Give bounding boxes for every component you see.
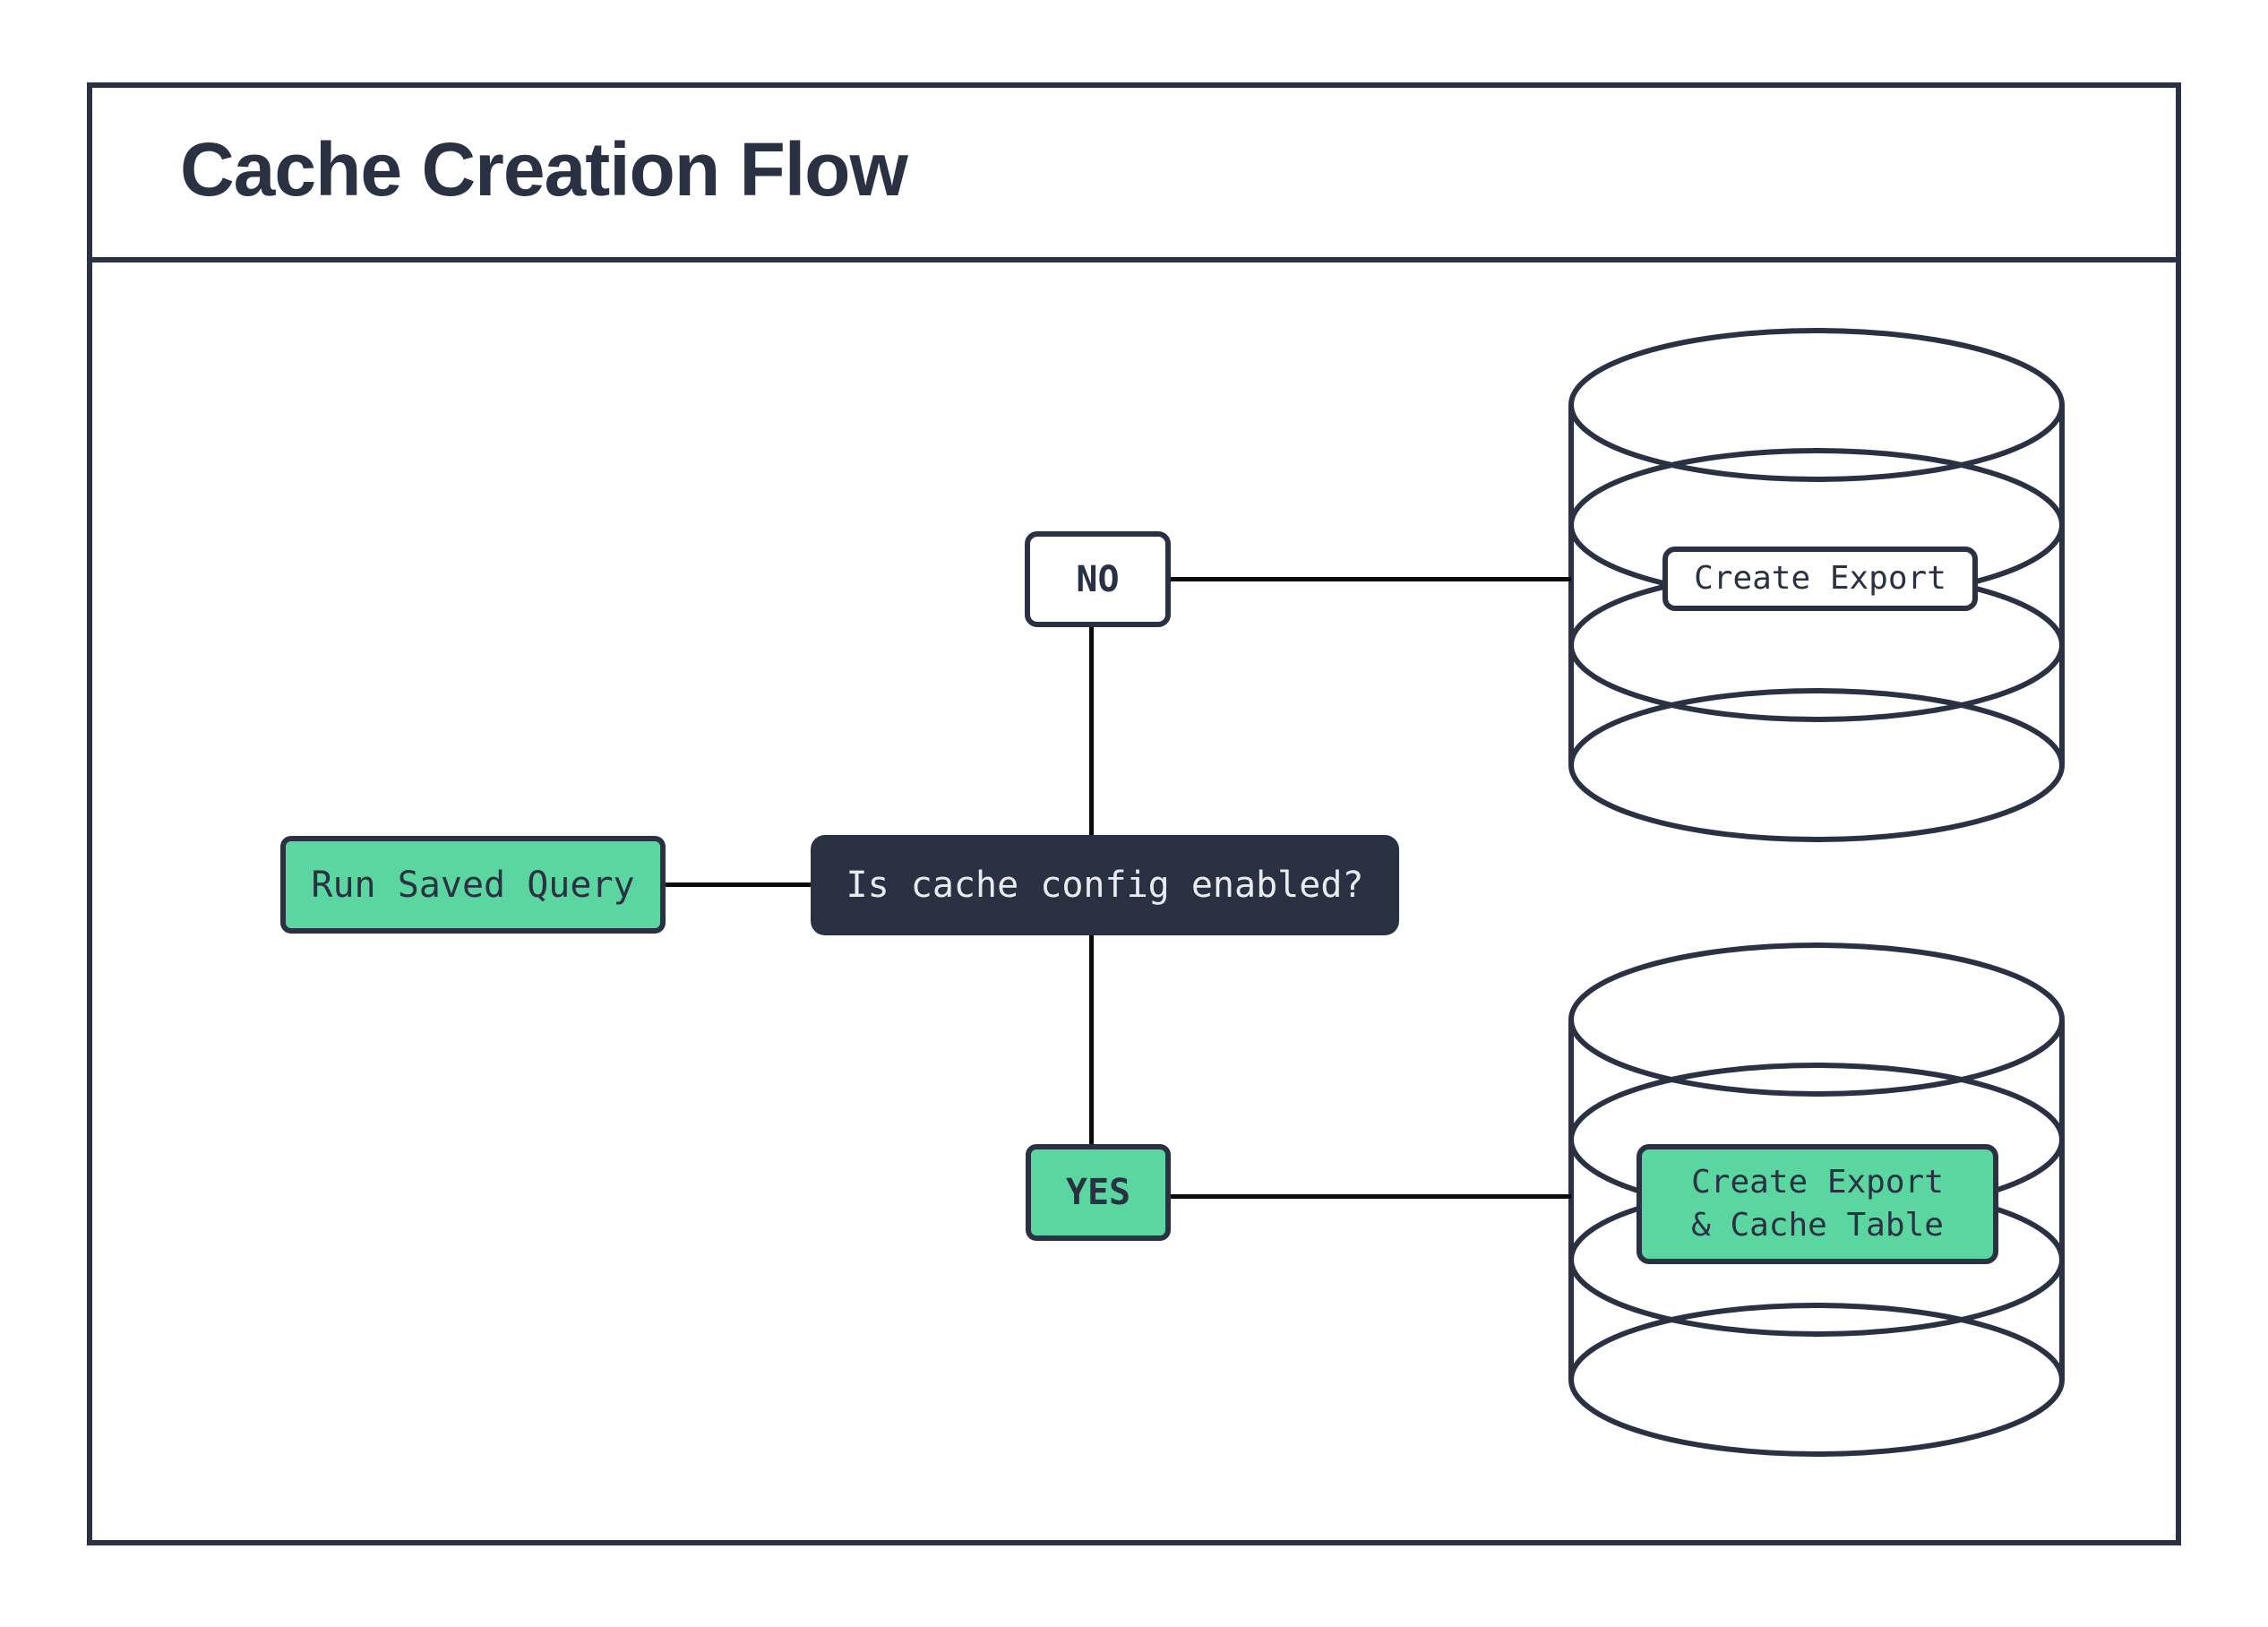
node-decision-label: Is cache config enabled? xyxy=(846,865,1364,906)
create-export-cache-line-1: Create Export xyxy=(1691,1163,1944,1201)
diagram-frame xyxy=(87,82,2181,1545)
database-label-create-export: Create Export xyxy=(1662,547,1978,611)
node-run-saved-query: Run Saved Query xyxy=(280,836,666,934)
create-export-cache-line-2: & Cache Table xyxy=(1691,1207,1944,1244)
page-title: Cache Creation Flow xyxy=(180,127,908,211)
connector-start-to-decision xyxy=(666,882,811,887)
node-run-saved-query-label: Run Saved Query xyxy=(311,864,635,906)
connector-decision-to-no xyxy=(1089,627,1094,835)
connector-no-to-database xyxy=(1171,577,1571,581)
node-decision-cache-config: Is cache config enabled? xyxy=(811,835,1399,935)
branch-yes-label: YES xyxy=(1065,1172,1131,1213)
node-branch-no: NO xyxy=(1025,531,1171,627)
diagram-header: Cache Creation Flow xyxy=(87,82,2181,263)
create-export-label: Create Export xyxy=(1694,559,1946,597)
node-branch-yes: YES xyxy=(1026,1144,1171,1241)
branch-no-label: NO xyxy=(1076,558,1120,600)
connector-decision-to-yes xyxy=(1089,935,1094,1144)
database-label-create-export-cache-table: Create Export & Cache Table xyxy=(1637,1144,1998,1264)
connector-yes-to-database xyxy=(1171,1194,1571,1199)
